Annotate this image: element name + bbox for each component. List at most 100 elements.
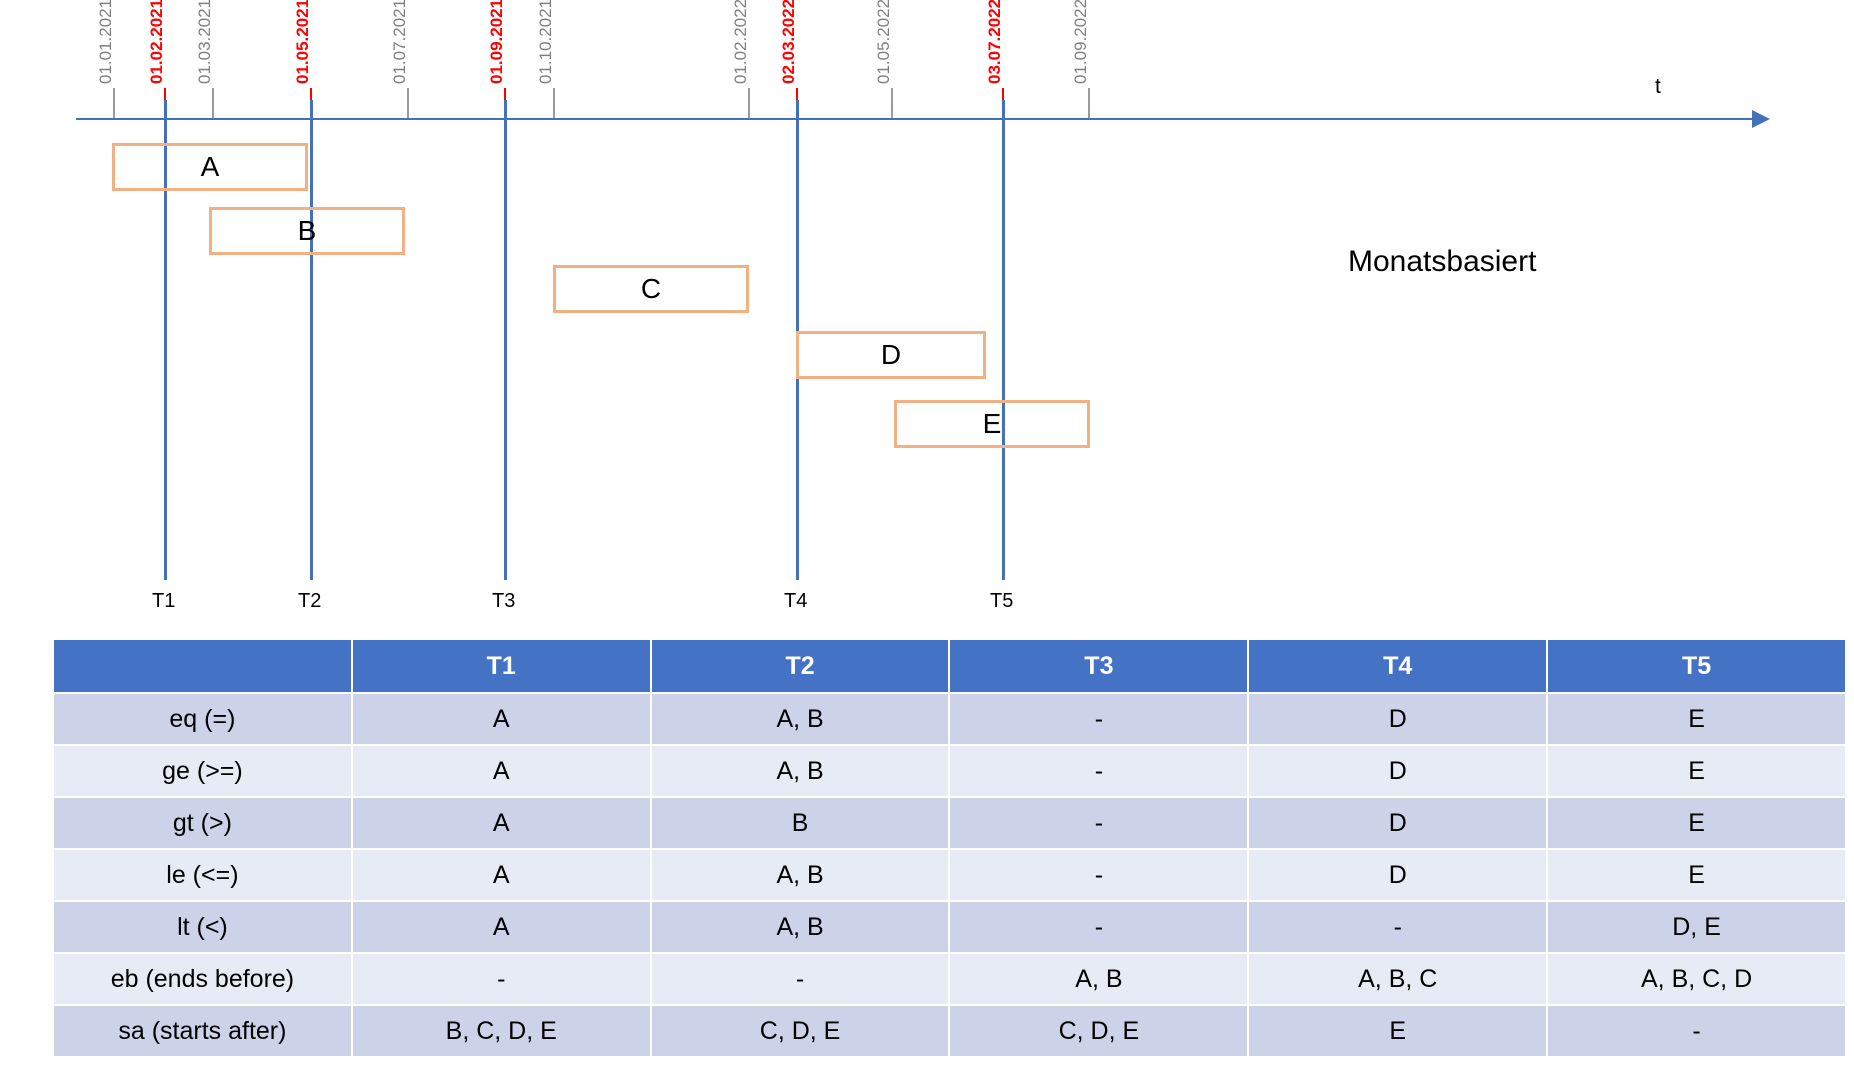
table-cell-t1: A [352, 746, 650, 796]
table-cell-t4: A, B, C [1249, 954, 1547, 1004]
marker-line-t5 [1002, 100, 1005, 580]
table-cell-t1: A [352, 694, 650, 744]
table-cell-t5: - [1548, 1006, 1845, 1056]
task-bar-label: C [640, 273, 662, 304]
table-cell-t3: C, D, E [950, 1006, 1248, 1056]
table-row-label: le (<=) [54, 850, 351, 900]
table-header-row: T1 T2 T3 T4 T5 [54, 640, 1845, 692]
table-cell-t5: E [1548, 746, 1845, 796]
marker-label-t4: T4 [784, 590, 808, 612]
date-tick-label: 01.02.2022 [731, 0, 750, 84]
date-tick-01-05-2022: 01.05.2022 [874, 0, 893, 118]
table-cell-t5: D, E [1548, 902, 1845, 952]
date-tick-label: 01.05.2021 [293, 0, 312, 84]
table-header-t2: T2 [651, 640, 949, 692]
table-cell-t3: - [950, 694, 1248, 744]
table-cell-t4: - [1249, 902, 1547, 952]
date-tick-01-09-2022: 01.09.2022 [1071, 0, 1090, 118]
table-cell-t1: A [352, 850, 650, 900]
date-tick-label: 02.03.2022 [779, 0, 798, 84]
table-header: T1 T2 T3 T4 T5 [54, 640, 1845, 692]
task-bar-a: A [112, 143, 308, 191]
date-tick-label: 01.07.2021 [390, 0, 409, 84]
task-bar-c: C [553, 265, 749, 313]
table-cell-t1: - [352, 954, 650, 1004]
marker-label-t5: T5 [990, 590, 1014, 612]
date-tick-01-07-2021: 01.07.2021 [390, 0, 409, 118]
table-cell-t4: E [1249, 1006, 1547, 1056]
table-cell-t3: - [950, 746, 1248, 796]
table-cell-t2: B [651, 798, 949, 848]
time-axis-line [76, 118, 1756, 120]
table-cell-t4: D [1249, 694, 1547, 744]
table-cell-t5: E [1548, 694, 1845, 744]
table-cell-t1: A [352, 902, 650, 952]
date-tick-label: 01.03.2021 [195, 0, 214, 84]
task-bar-b: B [209, 207, 405, 255]
table-cell-t3: - [950, 798, 1248, 848]
table-row-label: sa (starts after) [54, 1006, 351, 1056]
date-tick-01-03-2021: 01.03.2021 [195, 0, 214, 118]
table-row-label: ge (>=) [54, 746, 351, 796]
table-cell-t5: A, B, C, D [1548, 954, 1845, 1004]
date-tick-label: 01.09.2021 [487, 0, 506, 84]
marker-label-t2: T2 [298, 590, 322, 612]
date-tick-label: 01.05.2022 [874, 0, 893, 84]
date-tick-label: 01.02.2021 [147, 0, 166, 84]
time-axis-arrow-icon [1752, 110, 1770, 128]
diagram-note-label: Monatsbasiert [1348, 245, 1537, 278]
date-tick-label: 01.10.2021 [536, 0, 555, 84]
table-row-label: lt (<) [54, 902, 351, 952]
task-bar-label: B [297, 215, 317, 246]
table-cell-t5: E [1548, 798, 1845, 848]
date-tick-01-10-2021: 01.10.2021 [536, 0, 555, 118]
table-cell-t3: - [950, 850, 1248, 900]
table-cell-t4: D [1249, 746, 1547, 796]
table-header-t1: T1 [352, 640, 650, 692]
date-tick-label: 01.09.2022 [1071, 0, 1090, 84]
table-header-t5: T5 [1548, 640, 1845, 692]
date-tick-label: 03.07.2022 [985, 0, 1004, 84]
table-row-label: gt (>) [54, 798, 351, 848]
table-cell-t1: A [352, 798, 650, 848]
table-cell-t2: A, B [651, 694, 949, 744]
table-cell-t2: A, B [651, 902, 949, 952]
task-bar-label: E [982, 408, 1002, 439]
table-cell-t4: D [1249, 850, 1547, 900]
task-bar-label: A [200, 151, 220, 182]
table-row-label: eb (ends before) [54, 954, 351, 1004]
task-bar-d: D [796, 331, 986, 379]
marker-label-t1: T1 [152, 590, 176, 612]
table-cell-t2: A, B [651, 746, 949, 796]
table-cell-t4: D [1249, 798, 1547, 848]
date-tick-01-01-2021: 01.01.2021 [96, 0, 115, 118]
table-row-label: eq (=) [54, 694, 351, 744]
task-bar-label: D [880, 339, 902, 370]
table-cell-t3: - [950, 902, 1248, 952]
date-tick-label: 01.01.2021 [96, 0, 115, 84]
table-cell-t2: - [651, 954, 949, 1004]
table-cell-t2: C, D, E [651, 1006, 949, 1056]
marker-line-t2 [310, 100, 313, 580]
marker-label-t3: T3 [492, 590, 516, 612]
time-axis-variable-label: t [1655, 75, 1661, 98]
marker-line-t1 [164, 100, 167, 580]
table-header-corner [54, 640, 351, 692]
table-cell-t5: E [1548, 850, 1845, 900]
task-bar-e: E [894, 400, 1090, 448]
timeline-diagram: t 01.01.2021 01.02.2021 01.03.2021 01.05.20… [76, 0, 1770, 612]
table-cell-t3: A, B [950, 954, 1248, 1004]
table-header-t3: T3 [950, 640, 1248, 692]
table-header-t4: T4 [1249, 640, 1547, 692]
marker-line-t3 [504, 100, 507, 580]
table-cell-t1: B, C, D, E [352, 1006, 650, 1056]
table-cell-t2: A, B [651, 850, 949, 900]
